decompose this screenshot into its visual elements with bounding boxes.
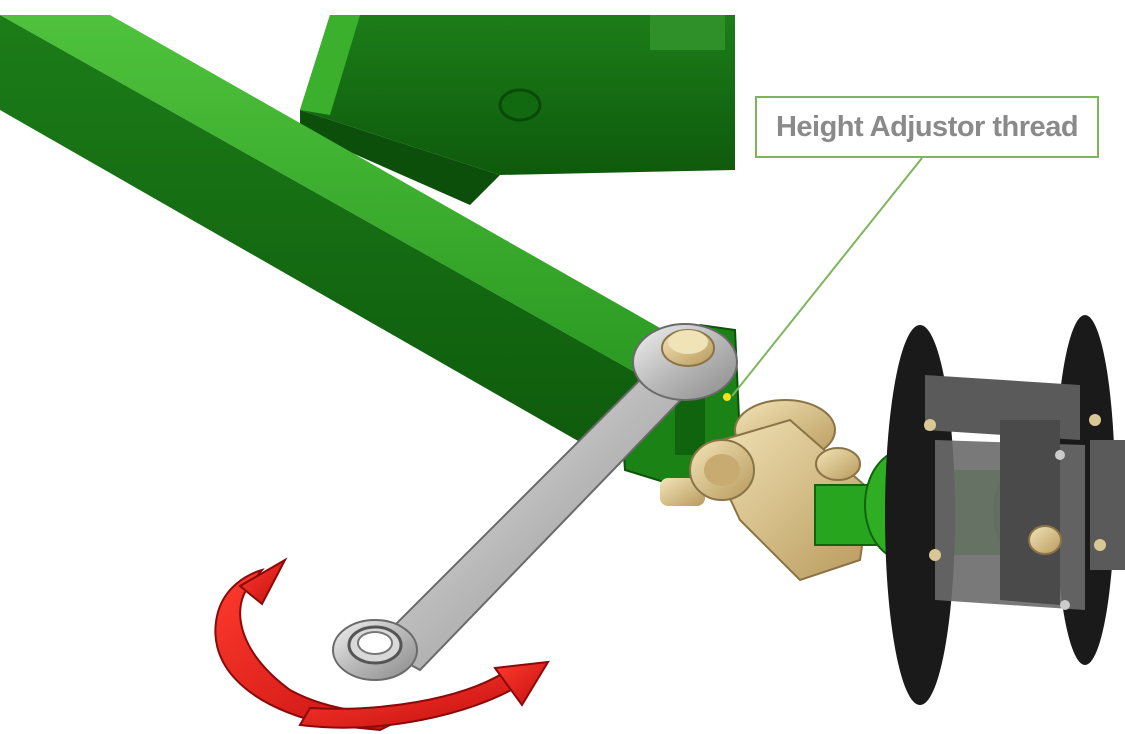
callout-leader-line [731, 157, 923, 397]
callout-label: Height Adjustor thread [775, 110, 1079, 143]
rotation-arrows-icon [214, 557, 550, 732]
rear-frame-tube [300, 15, 735, 205]
adjustor-thread-marker [723, 393, 731, 401]
gauge-wheel-frame [885, 315, 1125, 705]
callout-box: Height Adjustor thread [755, 96, 1099, 158]
bolt-head [661, 329, 715, 367]
